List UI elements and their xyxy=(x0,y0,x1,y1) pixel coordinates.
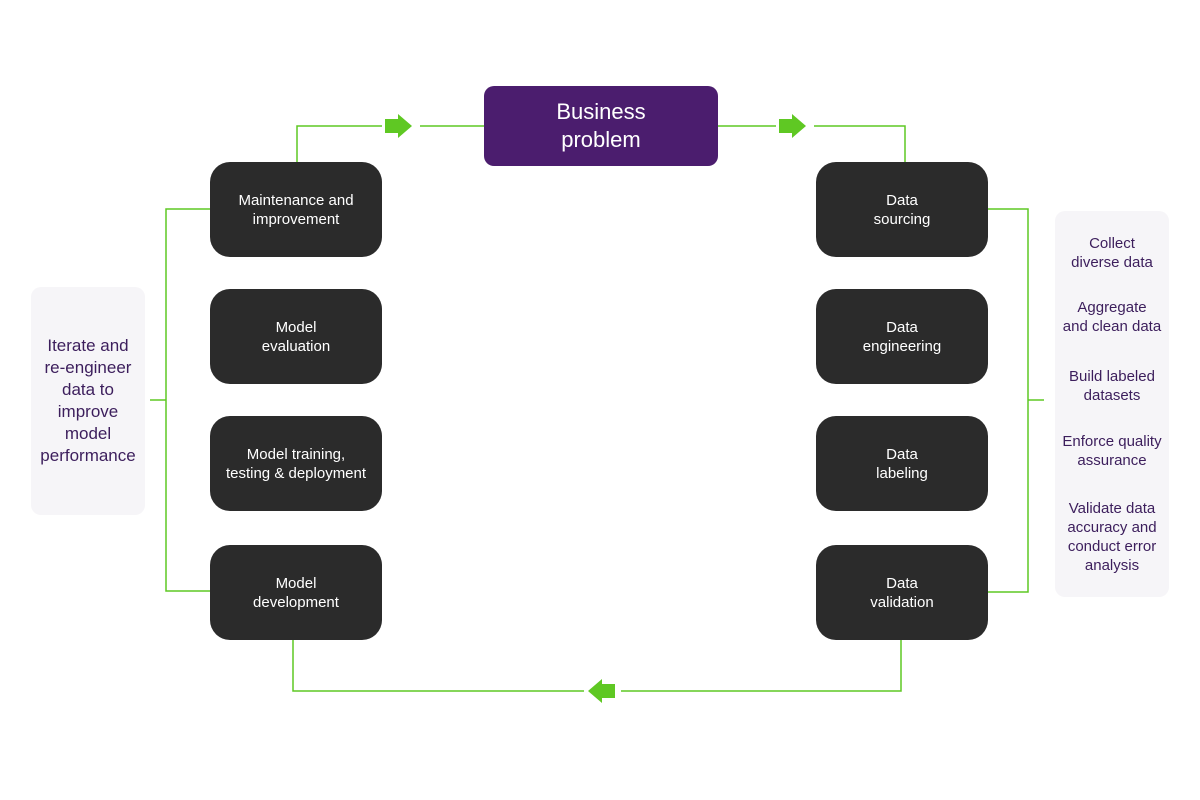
step-label: Data labeling xyxy=(876,445,928,482)
data-tasks-panel: Collect diverse data Aggregate and clean… xyxy=(1055,211,1169,597)
step-label: Model development xyxy=(253,574,339,611)
task-build-labeled-datasets: Build labeled datasets xyxy=(1069,368,1155,404)
step-label: Model evaluation xyxy=(261,318,331,355)
step-data-engineering: Data engineering xyxy=(816,289,988,384)
step-maintenance-and-improvement: Maintenance and improvement xyxy=(210,162,382,257)
connector-segment xyxy=(292,640,584,692)
connector-validation-to-development xyxy=(621,640,902,692)
connector-business-to-sourcing xyxy=(814,125,906,162)
iterate-note-text: Iterate and re-engineer data to improve … xyxy=(40,336,136,465)
task-validate-data-accuracy: Validate data accuracy and conduct error… xyxy=(1067,500,1157,574)
step-model-evaluation: Model evaluation xyxy=(210,289,382,384)
step-data-sourcing: Data sourcing xyxy=(816,162,988,257)
right-bracket xyxy=(988,208,1029,593)
task-aggregate-clean-data: Aggregate and clean data xyxy=(1062,299,1162,335)
left-bracket xyxy=(165,208,210,592)
arrow-right-icon xyxy=(385,114,412,138)
step-label: Data sourcing xyxy=(873,191,931,228)
step-data-labeling: Data labeling xyxy=(816,416,988,511)
arrow-left-icon xyxy=(588,679,615,703)
arrow-right-icon xyxy=(779,114,806,138)
business-problem-label: Business problem xyxy=(556,99,646,152)
connector-maintenance-to-business xyxy=(296,125,382,162)
step-label: Maintenance and improvement xyxy=(238,191,354,228)
step-model-training: Model training, testing & deployment xyxy=(210,416,382,511)
task-collect-diverse-data: Collect diverse data xyxy=(1071,235,1153,271)
step-label: Model training, testing & deployment xyxy=(225,445,367,482)
step-data-validation: Data validation xyxy=(816,545,988,640)
step-label: Data engineering xyxy=(862,318,942,355)
step-label: Data validation xyxy=(870,574,934,611)
task-enforce-quality-assurance: Enforce quality assurance xyxy=(1062,433,1162,469)
iterate-note-panel: Iterate and re-engineer data to improve … xyxy=(31,287,145,515)
business-problem-node: Business problem xyxy=(484,86,718,166)
step-model-development: Model development xyxy=(210,545,382,640)
